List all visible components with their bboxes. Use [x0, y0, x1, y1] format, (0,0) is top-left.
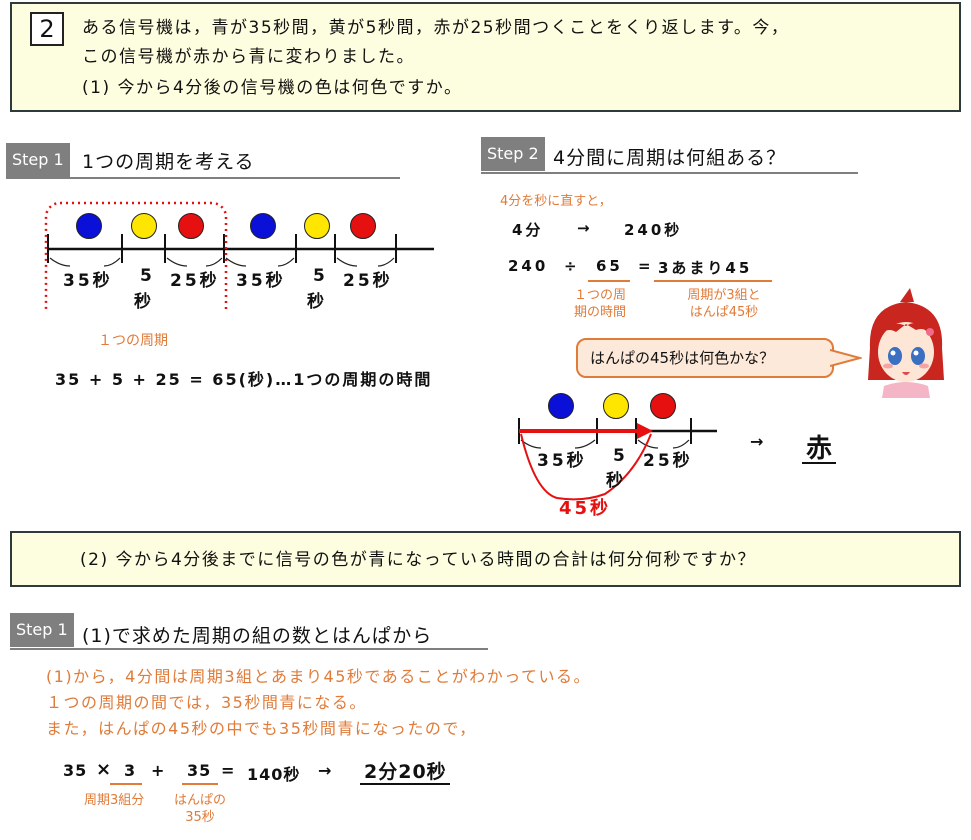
span-label-45s: 45秒 [559, 498, 612, 519]
seg2-label-5: 5 [613, 446, 628, 466]
note-remainder-35s-line1: はんぱの [173, 793, 226, 808]
eq-b: 3 [124, 761, 139, 780]
conv-arrow: → [577, 219, 593, 237]
note-remainder-35s: はんぱの 35秒 [163, 792, 237, 826]
eq-equals: = [221, 761, 238, 780]
light-blue-3 [548, 393, 574, 419]
eq-a: 35 [63, 761, 88, 780]
eq-b-underline [110, 783, 142, 785]
timeline-1 [44, 201, 434, 310]
seg-label-sec-1: 秒 [134, 292, 154, 312]
div-result-underline [654, 280, 772, 282]
light-red-1 [178, 213, 204, 239]
seg-label-35s-2: 35秒 [236, 271, 286, 291]
timeline-2 [518, 418, 717, 501]
eq-c-underline [182, 783, 218, 785]
note-remainder-line2: はんぱ45秒 [689, 305, 759, 320]
step2-note: 4分を秒に直すと， [500, 194, 612, 209]
step1-tag: Step 1 [6, 143, 70, 177]
step1-underline [6, 177, 400, 179]
eq-arrow: → [318, 761, 335, 780]
seg-label-5-2: 5 [313, 266, 328, 286]
div-a: 240 [508, 257, 549, 275]
question-text-line2: この信号機が赤から青に変わりました。 [82, 47, 415, 67]
character-avatar [868, 288, 944, 398]
speech-bubble: はんぱの45秒は何色かな？ [576, 338, 834, 378]
part2-line3: また，はんぱの45秒の中でも35秒間青になったので， [46, 719, 477, 738]
question-box: 2 ある信号機は，青が35秒間，黄が5秒間，赤が25秒間つくことをくり返します。… [10, 2, 961, 112]
speech-bubble-text: はんぱの45秒は何色かな？ [590, 349, 775, 367]
light-blue-1 [76, 213, 102, 239]
answer-underline [802, 462, 836, 464]
note-remainder-line1: 周期が3組と [687, 288, 761, 303]
note-period-time: １つの周 期の時間 [560, 287, 640, 321]
seg-label-25s-1: 25秒 [170, 271, 220, 291]
question-text-line3: (1) 今から4分後の信号機の色は何色ですか。 [82, 78, 463, 98]
note-three-periods: 周期3組分 [84, 793, 145, 808]
part2-line1: (1)から，4分間は周期3組とあまり45秒であることがわかっている。 [46, 667, 591, 686]
step2-tag: Step 2 [481, 137, 545, 171]
div-b: 65 [596, 257, 623, 275]
eq-times: × [96, 759, 115, 780]
light-blue-2 [250, 213, 276, 239]
speech-bubble-tail [830, 349, 862, 367]
light-yellow-3 [603, 393, 629, 419]
question-2-box: (2) 今から4分後までに信号の色が青になっている時間の合計は何分何秒ですか？ [10, 531, 961, 587]
seg2-label-35s: 35秒 [537, 451, 587, 471]
step2-title: 4分間に周期は何組ある？ [553, 147, 787, 169]
note-period-time-line2: 期の時間 [573, 305, 626, 320]
note-period-time-line1: １つの周 [573, 288, 626, 303]
eq-sum: 140秒 [247, 765, 301, 784]
div-b-underline [588, 280, 630, 282]
conv-left: 4分 [512, 221, 544, 239]
light-yellow-2 [304, 213, 330, 239]
part2-step1-underline [10, 648, 488, 650]
period-label: １つの周期 [98, 333, 168, 349]
div-eq: = [638, 257, 654, 275]
seg-label-35s-1: 35秒 [63, 271, 113, 291]
seg2-label-sec: 秒 [606, 471, 626, 491]
question-text-line1: ある信号機は，青が35秒間，黄が5秒間，赤が25秒間つくことをくり返します。今， [82, 18, 790, 38]
div-result: 3あまり45 [658, 259, 753, 277]
step1-title: 1つの周期を考える [82, 151, 255, 173]
question-2-text: (2) 今から4分後までに信号の色が青になっている時間の合計は何分何秒ですか？ [80, 550, 756, 570]
light-yellow-1 [131, 213, 157, 239]
seg-label-sec-2: 秒 [307, 292, 327, 312]
conv-right: 240秒 [624, 221, 683, 239]
part2-step1-tag: Step 1 [10, 613, 74, 647]
answer-red: 赤 [806, 434, 833, 464]
light-red-2 [350, 213, 376, 239]
final-answer: 2分20秒 [364, 761, 447, 783]
light-red-3 [650, 393, 676, 419]
step2-underline [481, 172, 858, 174]
final-answer-underline [360, 783, 450, 785]
question-number: 2 [30, 12, 64, 46]
part2-step1-title: (1)で求めた周期の組の数とはんぱから [82, 625, 433, 647]
div-op: ÷ [564, 257, 580, 275]
note-remainder: 周期が3組と はんぱ45秒 [672, 287, 776, 321]
seg-label-25s-2: 25秒 [343, 271, 393, 291]
answer-arrow: → [750, 432, 767, 451]
period-equation: 35 + 5 + 25 = 65(秒)…1つの周期の時間 [55, 370, 433, 389]
eq-c: 35 [187, 761, 212, 780]
eq-plus: + [151, 761, 168, 780]
seg2-label-25s: 25秒 [643, 451, 693, 471]
part2-line2: １つの周期の間では，35秒間青になる。 [46, 693, 367, 712]
seg-label-5-1: 5 [140, 266, 155, 286]
note-remainder-35s-line2: 35秒 [185, 810, 215, 825]
